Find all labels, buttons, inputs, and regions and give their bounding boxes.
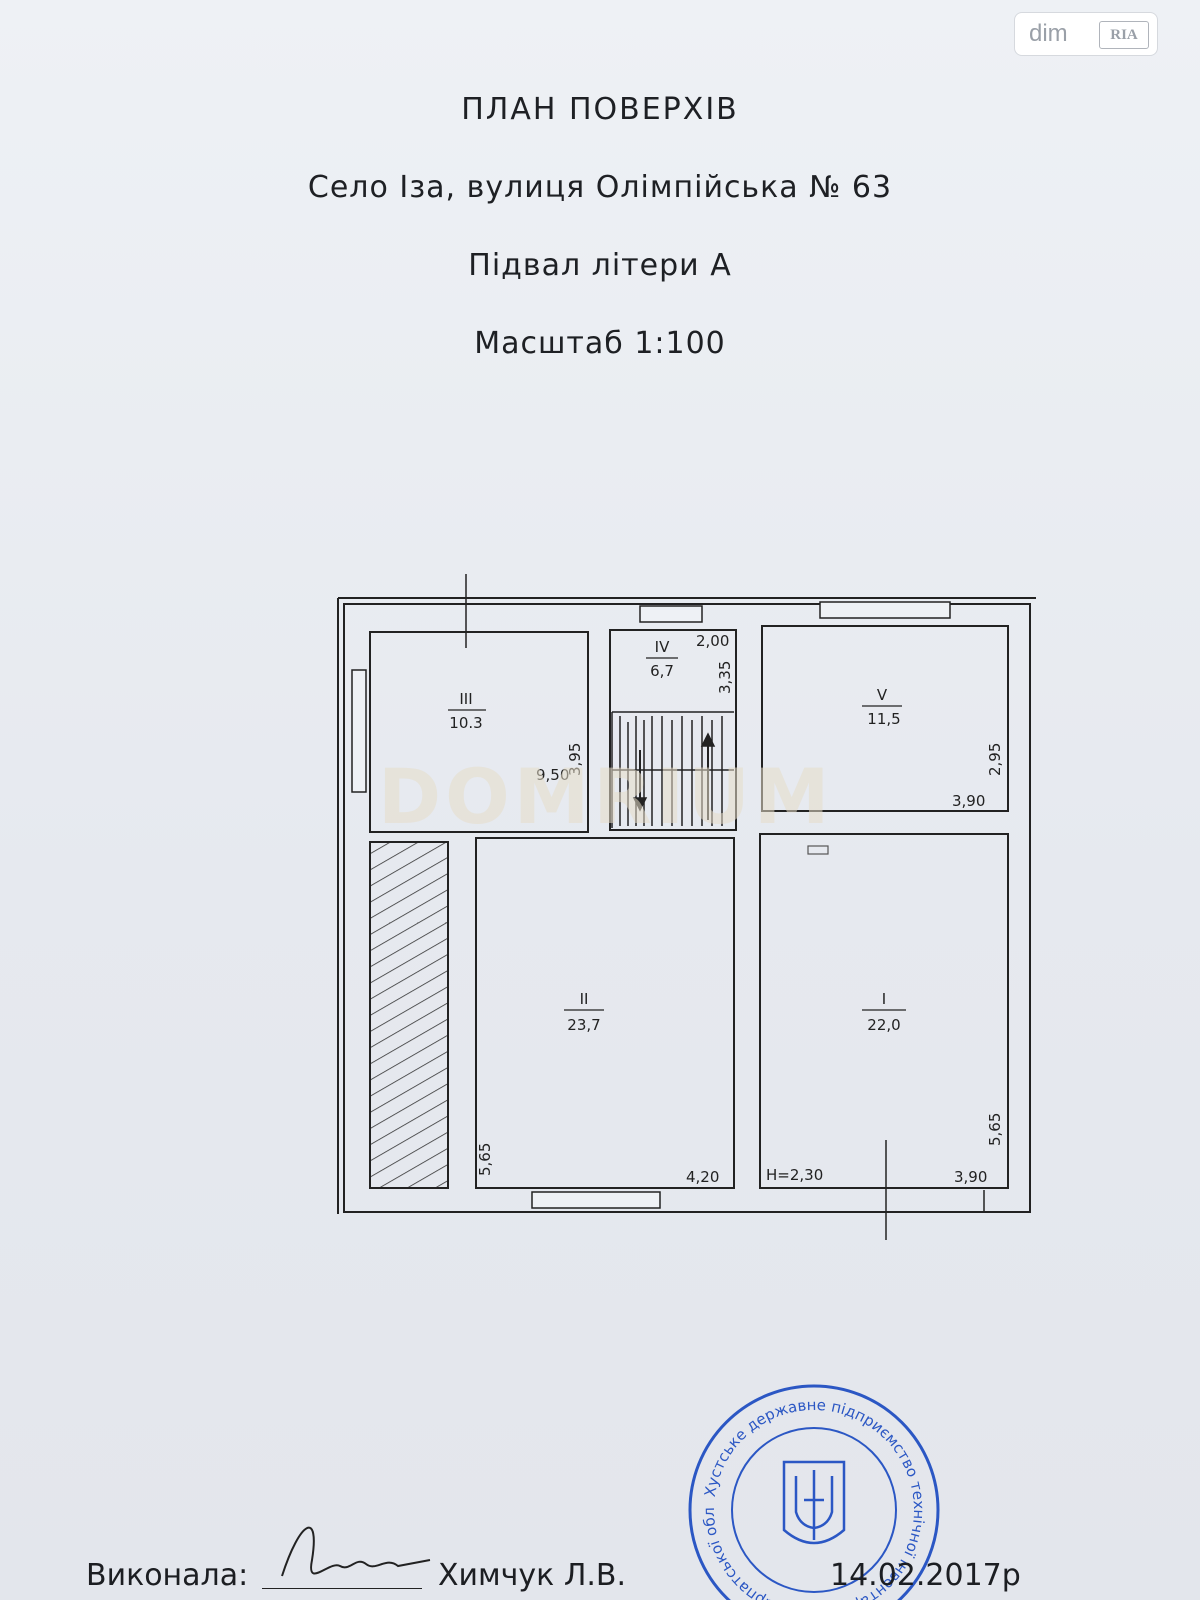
executor-label: Виконала: [86, 1558, 249, 1593]
watermark-dim: dim [1029, 20, 1068, 47]
room-i-outline [759, 833, 1009, 1189]
room-v-outline [761, 625, 1009, 812]
watermark-ria: RIA [1099, 21, 1149, 49]
room-ii-area: 23,7 [567, 1016, 600, 1034]
room-ii-outline [475, 837, 735, 1189]
room-iv-number: IV [655, 638, 670, 656]
dimension-9: H=2,30 [766, 1166, 823, 1184]
plan-scale: Масштаб 1:100 [474, 326, 726, 361]
room-i-number: I [882, 990, 886, 1008]
dimension-6: 3,90 [952, 792, 985, 810]
signature-line [262, 1588, 422, 1589]
dimension-8: 4,20 [686, 1168, 719, 1186]
window-room-iv [639, 605, 703, 623]
dimension-7: 5,65 [476, 1143, 494, 1176]
storage-hatched-outline [369, 841, 449, 1189]
stair-arrow-head [700, 732, 716, 747]
plan-address: Село Іза, вулиця Олімпійська № 63 [307, 170, 893, 205]
domrium-watermark: DOMRIUM [378, 752, 834, 841]
document-date: 14.02.2017р [830, 1558, 1021, 1593]
dimension-2: 3,95 [566, 743, 584, 776]
plan-title: ПЛАН ПОВЕРХІВ [461, 92, 739, 127]
room-iii-outline [369, 631, 589, 833]
dimension-11: 5,65 [986, 1113, 1004, 1146]
room-v-number: V [877, 686, 888, 704]
door-marker [807, 845, 829, 855]
executor-name: Химчук Л.В. [438, 1558, 627, 1593]
dimension-4: 3,35 [716, 661, 734, 694]
plan-floor: Підвал літери А [468, 248, 732, 283]
room-ii-number: II [580, 990, 589, 1008]
storage-hatching [371, 843, 447, 1187]
coat-of-arms-icon [782, 1460, 846, 1545]
signature-scribble [281, 1526, 431, 1577]
dimension-10: 3,90 [954, 1168, 987, 1186]
inner-rooms [369, 625, 1009, 1189]
room-iv-outline [609, 629, 737, 831]
window-room-ii [531, 1191, 661, 1209]
stairs [611, 711, 734, 828]
room-iii-number: III [459, 690, 472, 708]
room-iii-area: 10.3 [449, 714, 482, 732]
windows [351, 601, 951, 1209]
outer-wall-outline [343, 603, 1031, 1213]
dimension-1: 9,50 [536, 766, 569, 784]
grid-ticks [465, 574, 985, 1240]
room-labels: III 10.3 IV 6,7 V 11,5 II 23,7 I 22,0 [448, 638, 906, 1034]
dimension-3: 2,00 [696, 632, 729, 650]
dimension-5: 2,95 [986, 743, 1004, 776]
room-i-area: 22,0 [867, 1016, 900, 1034]
site-watermark-badge: dim RIA [1014, 12, 1158, 56]
window-room-iii [351, 669, 367, 793]
outer-walls [337, 597, 1036, 1214]
window-room-v [819, 601, 951, 619]
dimension-labels: 9,50 3,95 2,00 3,35 2,95 3,90 5,65 4,20 … [476, 632, 1004, 1186]
room-v-area: 11,5 [867, 710, 900, 728]
room-iv-area: 6,7 [650, 662, 674, 680]
